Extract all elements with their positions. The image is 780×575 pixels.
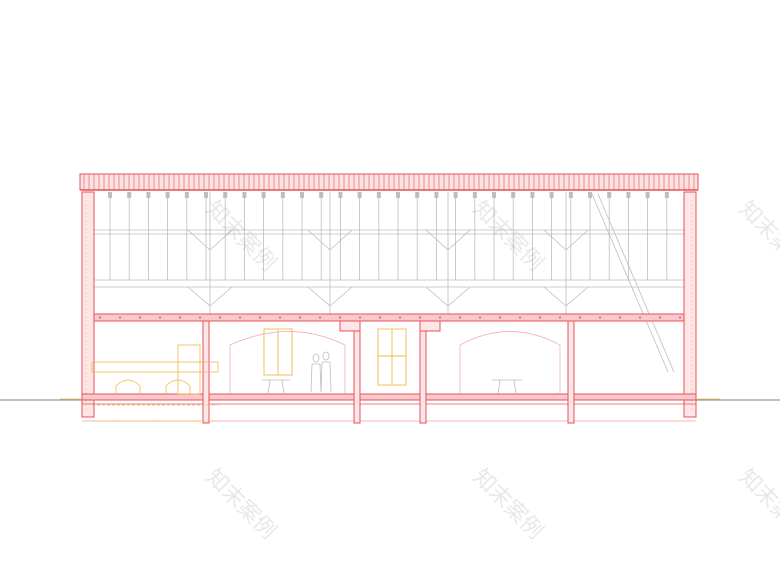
furniture	[262, 379, 522, 395]
openings	[263, 328, 407, 386]
roof-cladding	[79, 173, 699, 191]
watermark-text: 知末案例	[201, 197, 281, 277]
annex-structure	[60, 344, 720, 422]
columns	[202, 320, 575, 424]
upper-floor-slab	[93, 313, 685, 322]
watermark-text: 知末案例	[734, 197, 780, 277]
watermark-text: 知末案例	[734, 465, 780, 545]
watermark-text: 知末案例	[201, 465, 281, 545]
end-walls	[81, 191, 697, 418]
roof-trusses	[92, 192, 686, 373]
watermark-text: 知末案例	[468, 465, 548, 545]
ground-floor-slab	[81, 393, 697, 422]
watermark-text: 知末案例	[468, 197, 548, 277]
wall-arches	[229, 331, 561, 394]
human-figures	[310, 351, 332, 393]
